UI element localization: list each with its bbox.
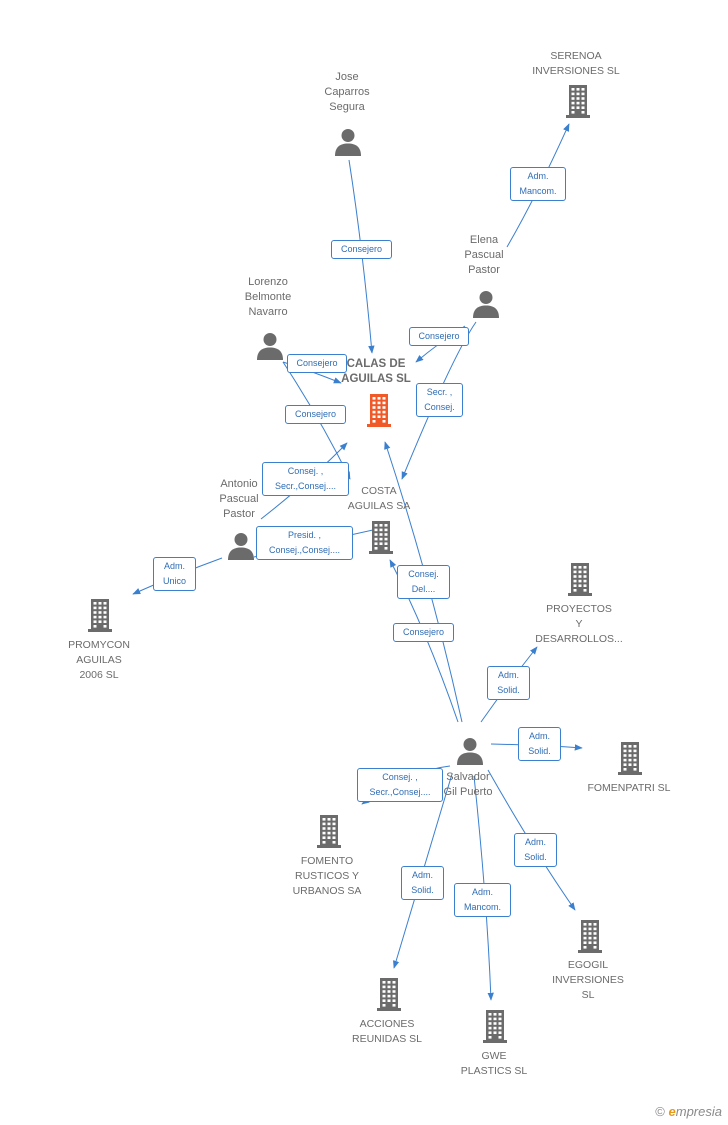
person-icon bbox=[255, 331, 285, 366]
brand-name: mpresia bbox=[675, 1104, 722, 1119]
edge-label-elena-to-serenoa[interactable]: Adm. Mancom. bbox=[510, 167, 566, 201]
building-icon bbox=[366, 393, 392, 432]
building-icon bbox=[482, 1009, 508, 1048]
node-label-costa: COSTA AGUILAS SA bbox=[347, 485, 411, 512]
building-icon bbox=[316, 814, 342, 853]
edge-label-elena-to-calas[interactable]: Consejero bbox=[409, 327, 469, 346]
building-icon bbox=[565, 84, 591, 123]
node-label-serenoa: SERENOA INVERSIONES SL bbox=[532, 50, 620, 77]
node-label-jose: Jose Caparros Segura bbox=[324, 71, 370, 113]
node-label-proyectos: PROYECTOS Y DESARROLLOS... bbox=[535, 603, 623, 645]
brand-initial: e bbox=[668, 1104, 676, 1119]
building-icon bbox=[368, 520, 394, 559]
node-label-calas: CALAS DE AGUILAS SL bbox=[341, 358, 411, 385]
edge-label-lorenzo-to-costa[interactable]: Consejero bbox=[285, 405, 346, 424]
edge-label-salvador-to-egogil[interactable]: Adm. Solid. bbox=[514, 833, 557, 867]
edge-label-antonio-to-calas[interactable]: Consej. , Secr.,Consej.... bbox=[262, 462, 349, 496]
building-icon bbox=[376, 977, 402, 1016]
node-label-promycon: PROMYCON AGUILAS 2006 SL bbox=[68, 639, 130, 681]
brand-logo: © empresia bbox=[655, 1104, 722, 1119]
person-icon bbox=[333, 127, 363, 162]
edge-elena-to-costa bbox=[401, 321, 477, 480]
edge-label-salvador-to-proyectos[interactable]: Adm. Solid. bbox=[487, 666, 530, 700]
node-label-fomenpatri: FOMENPATRI SL bbox=[587, 782, 671, 794]
edge-label-lorenzo-to-calas[interactable]: Consejero bbox=[287, 354, 347, 373]
edge-label-salvador-to-calas[interactable]: Consej. Del.... bbox=[397, 565, 450, 599]
node-label-elena: Elena Pascual Pastor bbox=[464, 234, 504, 276]
node-label-salvador: Salvador Gil Puerto bbox=[443, 771, 493, 798]
building-icon bbox=[567, 562, 593, 601]
building-icon bbox=[87, 598, 113, 637]
person-icon bbox=[226, 531, 256, 566]
person-icon bbox=[455, 736, 485, 771]
edge-label-salvador-to-fomento[interactable]: Consej. , Secr.,Consej.... bbox=[357, 768, 443, 802]
node-label-egogil: EGOGIL INVERSIONES SL bbox=[552, 959, 624, 1001]
building-icon bbox=[617, 741, 643, 780]
building-icon bbox=[577, 919, 603, 958]
node-label-acciones: ACCIONES REUNIDAS SL bbox=[351, 1018, 423, 1045]
node-label-gwe: GWE PLASTICS SL bbox=[460, 1050, 528, 1077]
edge-label-antonio-to-costa[interactable]: Presid. , Consej.,Consej.... bbox=[256, 526, 353, 560]
node-label-lorenzo: Lorenzo Belmonte Navarro bbox=[244, 276, 292, 318]
edge-label-antonio-to-promycon[interactable]: Adm. Unico bbox=[153, 557, 196, 591]
edge-label-elena-to-costa[interactable]: Secr. , Consej. bbox=[416, 383, 463, 417]
edge-label-jose-to-calas[interactable]: Consejero bbox=[331, 240, 392, 259]
copyright-symbol: © bbox=[655, 1104, 665, 1119]
node-label-fomento: FOMENTO RUSTICOS Y URBANOS SA bbox=[292, 855, 362, 897]
edge-label-salvador-to-fomenpatri[interactable]: Adm. Solid. bbox=[518, 727, 561, 761]
edge-label-salvador-to-gwe[interactable]: Adm. Mancom. bbox=[454, 883, 511, 917]
node-label-antonio: Antonio Pascual Pastor bbox=[219, 478, 259, 520]
edge-label-salvador-to-acciones[interactable]: Adm. Solid. bbox=[401, 866, 444, 900]
person-icon bbox=[471, 289, 501, 324]
edge-label-salvador-to-costa[interactable]: Consejero bbox=[393, 623, 454, 642]
